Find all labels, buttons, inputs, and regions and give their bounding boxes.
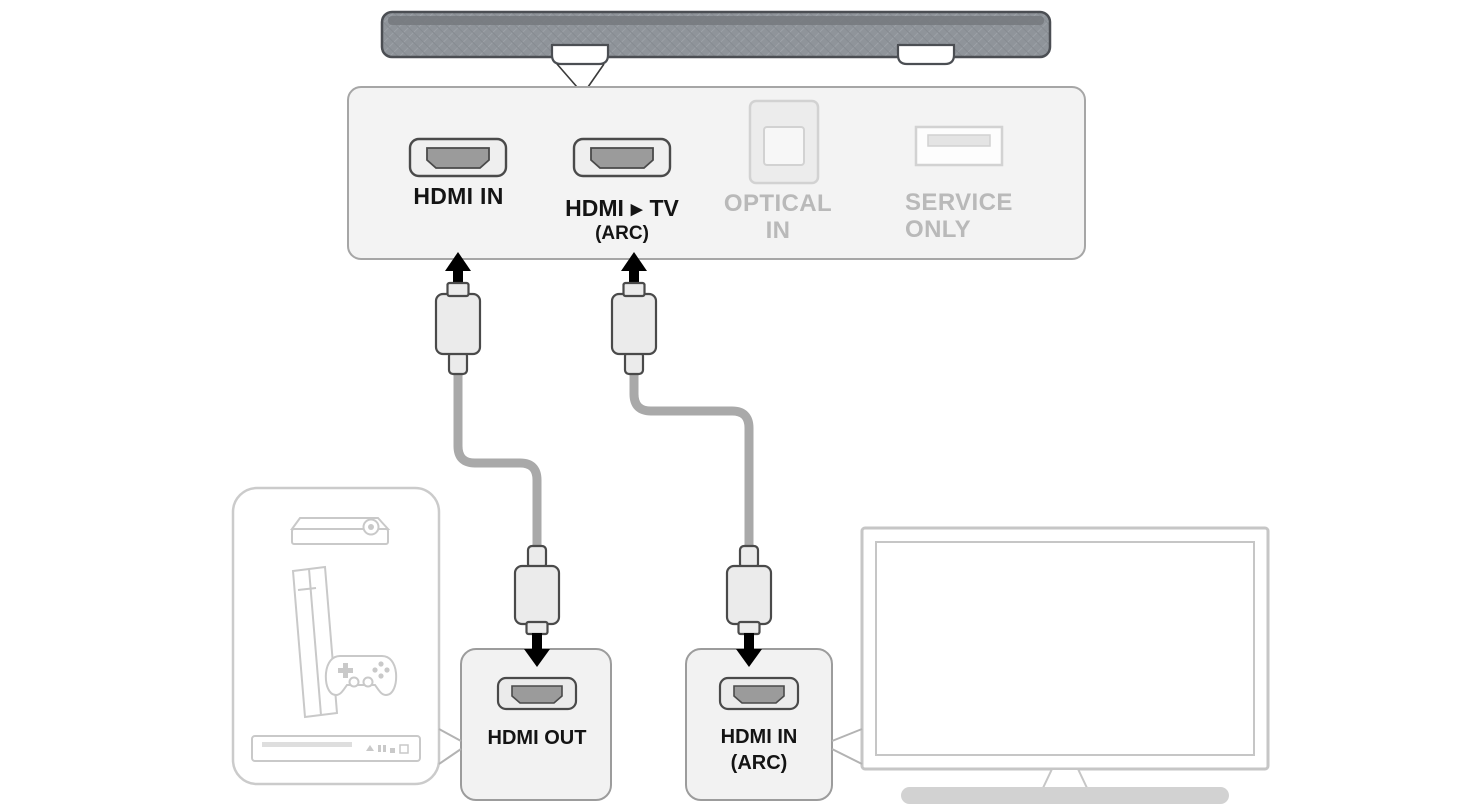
hdmi-in-arc-port-icon [718,676,800,711]
rear-panel [347,86,1086,260]
hdmi-tv-arc-sublabel: (ARC) [595,223,649,244]
hdmi-out-callout-box [460,648,612,801]
hdmi-in-arc-label-line2: (ARC) [730,752,788,774]
hdmi-in-port-label: HDMI IN [413,183,504,209]
right-triangle-icon: ▶ [630,200,643,218]
usb-service-port-icon [914,125,1004,167]
hdmi-in-port-icon [408,137,508,178]
hdmi-plug-upper-left-icon [434,281,482,376]
service-only-port-label: SERVICE ONLY [905,189,1065,243]
arrow-down-right-icon [736,633,762,667]
zoom-callout-pointer [556,63,605,88]
hdmi-cable-right [629,367,754,555]
hdmi-out-port-icon [496,676,578,711]
service-label-line2: ONLY [905,216,972,243]
service-label-line1: SERVICE [905,189,1013,216]
soundbar-icon [380,10,1052,66]
source-callout-lines [438,728,462,765]
tv-stand-base [901,787,1229,804]
soundbar-notch-left [550,43,610,66]
hdmi-in-arc-label: HDMI IN (ARC) [688,724,830,776]
tv-stand-pole [1041,768,1089,789]
hdmi-tv-port-label: HDMI ▶ TV [543,196,701,221]
optical-label-line1: OPTICAL [723,190,833,217]
hdmi-cable-left [453,367,542,555]
arrow-up-left-icon [445,252,471,287]
hdmi-plug-lower-right-icon [725,544,773,636]
tv-callout-lines [831,728,863,765]
hdmi-plug-upper-right-icon [610,281,658,376]
hdmi-tv-label-right: TV [649,195,679,221]
hdmi-out-label: HDMI OUT [487,727,587,749]
disc-player-icon [251,735,421,762]
optical-port-icon [748,99,820,185]
hdmi-tv-arc-port-icon [572,137,672,178]
hdmi-plug-lower-left-icon [513,544,561,636]
source-devices-group [231,486,441,786]
tv-icon [860,526,1270,804]
arrow-up-right-icon [621,252,647,287]
soundbar-notch-right [896,43,956,66]
optical-label-line2: IN [765,217,791,244]
hdmi-tv-label-left: HDMI [565,195,624,221]
set-top-box-icon [290,517,391,545]
optical-in-port-label: OPTICAL IN [708,190,848,244]
gamepad-icon [324,655,398,697]
hdmi-in-arc-label-line1: HDMI IN [720,726,798,748]
game-console-icon [291,565,339,719]
arrow-down-left-icon [524,633,550,667]
